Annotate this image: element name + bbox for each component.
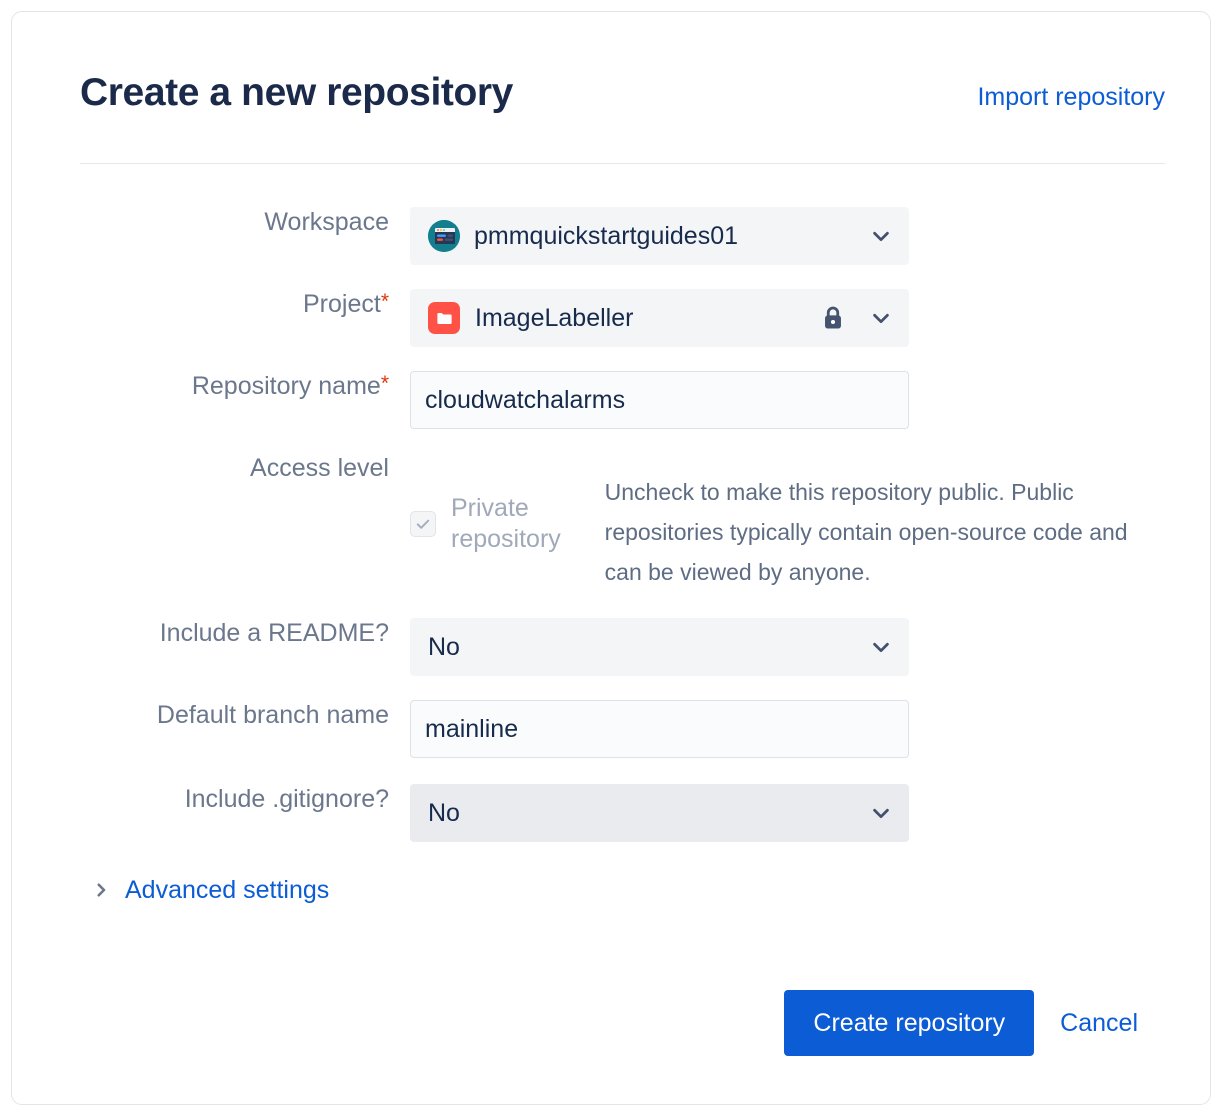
- workspace-select[interactable]: pmmquickstartguides01: [410, 207, 909, 265]
- create-repository-form: Workspace: [80, 207, 1165, 905]
- lock-icon: [820, 304, 846, 332]
- repository-name-row: Repository name*: [80, 371, 1165, 429]
- workspace-label: Workspace: [264, 208, 389, 236]
- gitignore-row: Include .gitignore? No: [80, 784, 1165, 842]
- page-title: Create a new repository: [80, 71, 513, 114]
- project-label: Project*: [303, 290, 389, 318]
- form-footer: Create repository Cancel: [80, 990, 1142, 1056]
- advanced-settings-label: Advanced settings: [125, 876, 330, 904]
- gitignore-select[interactable]: No: [410, 784, 909, 842]
- project-value: ImageLabeller: [475, 303, 634, 332]
- project-row: Project* ImageLabeller: [80, 289, 1165, 347]
- default-branch-label: Default branch name: [156, 701, 389, 729]
- default-branch-input[interactable]: [410, 700, 909, 758]
- project-folder-icon: [428, 302, 460, 334]
- access-level-label: Access level: [250, 454, 389, 482]
- workspace-value: pmmquickstartguides01: [474, 221, 739, 250]
- advanced-settings-toggle[interactable]: Advanced settings: [92, 875, 329, 905]
- gitignore-value: No: [428, 798, 460, 827]
- workspace-row: Workspace: [80, 207, 1165, 265]
- default-branch-row: Default branch name: [80, 700, 1165, 758]
- chevron-down-icon: [870, 225, 892, 247]
- readme-select[interactable]: No: [410, 618, 909, 676]
- chevron-right-icon: [92, 881, 110, 899]
- create-repository-button[interactable]: Create repository: [784, 990, 1035, 1056]
- chevron-down-icon: [870, 307, 892, 329]
- check-icon: [416, 519, 430, 529]
- private-repository-checkbox[interactable]: [410, 511, 436, 537]
- readme-value: No: [428, 632, 460, 661]
- header-divider: [80, 163, 1165, 164]
- access-level-row: Access level Private repository Uncheck …: [80, 453, 1165, 592]
- chevron-down-icon: [870, 636, 892, 658]
- create-repository-card: Create a new repository Import repositor…: [11, 11, 1211, 1105]
- readme-label: Include a README?: [159, 619, 389, 647]
- project-select[interactable]: ImageLabeller: [410, 289, 909, 347]
- readme-row: Include a README? No: [80, 618, 1165, 676]
- repository-name-required-marker: *: [380, 372, 389, 395]
- workspace-avatar-icon: [428, 220, 460, 252]
- import-repository-link[interactable]: Import repository: [977, 83, 1165, 111]
- gitignore-label: Include .gitignore?: [184, 785, 389, 813]
- repository-name-label: Repository name*: [191, 372, 389, 400]
- access-level-help-text: Uncheck to make this repository public. …: [604, 479, 1128, 585]
- chevron-down-icon: [870, 802, 892, 824]
- project-required-marker: *: [380, 290, 389, 313]
- cancel-button[interactable]: Cancel: [1056, 990, 1142, 1056]
- private-repository-label: Private repository: [451, 494, 561, 553]
- card-header: Create a new repository Import repositor…: [80, 69, 1165, 117]
- repository-name-input[interactable]: [410, 371, 909, 429]
